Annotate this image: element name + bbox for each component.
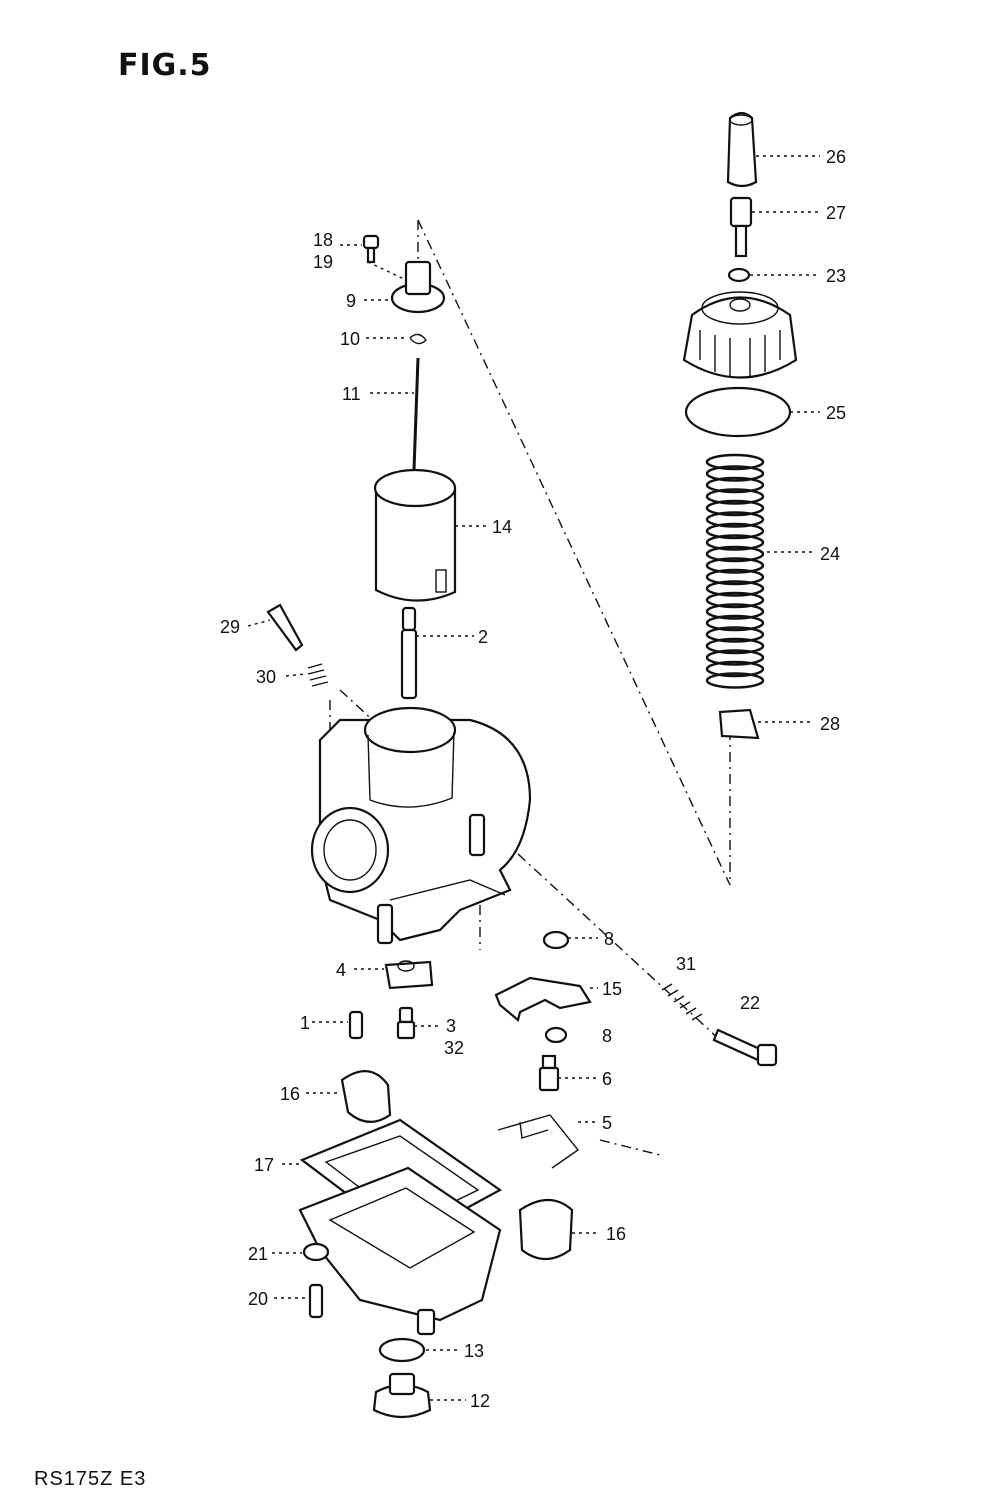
spring-coil: [705, 672, 765, 689]
callout-32: 32: [444, 1038, 464, 1058]
part-21-washer: [302, 1242, 330, 1262]
spring-coil: [705, 488, 765, 505]
callout-14: 14: [492, 517, 512, 537]
callout-10: 10: [340, 329, 360, 349]
spring-coil: [705, 476, 765, 494]
part-10-clip: [409, 333, 427, 345]
callout-3: 3: [446, 1016, 456, 1036]
callout-31: 31: [676, 954, 696, 974]
part-13-o-ring: [378, 1337, 426, 1363]
callout-26: 26: [826, 147, 846, 167]
spring-coil: [705, 649, 765, 666]
callout-23: 23: [826, 266, 846, 286]
callout-12: 12: [470, 1391, 490, 1411]
spring-coil: [705, 534, 765, 551]
callout-17: 17: [254, 1155, 274, 1175]
part-5-float-arm: [497, 1114, 580, 1169]
part-6-valve: [538, 1054, 560, 1092]
part-31-spring: [661, 983, 703, 1021]
part-4-valve: [384, 960, 434, 990]
spring-coil: [705, 568, 765, 586]
callout-4: 4: [336, 960, 346, 980]
callout-28: 28: [820, 714, 840, 734]
part-14-throttle-valve: [373, 468, 457, 602]
callout-21: 21: [248, 1244, 268, 1264]
part-24-spring: [705, 453, 765, 689]
callout-6: 6: [602, 1069, 612, 1089]
part-27-adjuster: [729, 196, 753, 258]
part-15-plate: [494, 976, 592, 1022]
part-25-o-ring: [684, 386, 792, 438]
callout-11: 11: [342, 384, 361, 404]
spring-coil: [705, 660, 765, 678]
part-2-needle-jet: [400, 606, 418, 700]
callout-25: 25: [826, 403, 846, 423]
callout-30: 30: [256, 667, 276, 687]
spring-coil: [705, 453, 765, 471]
spring-coil: [705, 522, 765, 540]
callout-22: 22: [740, 993, 760, 1013]
callout-5: 5: [602, 1113, 612, 1133]
top-cover-nut: [682, 291, 798, 379]
carburetor-body: [310, 706, 532, 945]
part-8-washer-a: [542, 930, 570, 950]
callout-8-lower: 8: [602, 1026, 612, 1046]
part-30-spring: [307, 663, 329, 687]
spring-coil: [705, 626, 765, 643]
callout-20: 20: [248, 1289, 268, 1309]
model-code: RS175Z E3: [34, 1468, 147, 1490]
part-11-jet-needle: [412, 357, 420, 471]
part-29-screw: [266, 603, 304, 652]
part-23-ring: [727, 267, 751, 283]
callout-9: 9: [346, 291, 356, 311]
callout-18: 18: [313, 230, 333, 250]
leader-lines: [247, 155, 820, 1401]
spring-coil: [705, 557, 765, 574]
part-3-jet: [396, 1006, 416, 1040]
callout-labels: 26 27 23 25 24 28 18 19 9 10 11 14 29 2 …: [220, 147, 846, 1411]
part-8-washer-b: [544, 1026, 568, 1044]
part-1-jet: [348, 1010, 364, 1040]
part-9-plate: [390, 260, 446, 314]
spring-coil: [705, 603, 765, 620]
spring-coil: [705, 511, 765, 528]
float-bowl: [298, 1166, 502, 1336]
callout-15: 15: [602, 979, 622, 999]
part-20-screw: [308, 1283, 324, 1319]
spring-coil: [705, 614, 765, 632]
construction-lines: [329, 219, 731, 1156]
spring-coil: [705, 580, 765, 597]
part-28-clip: [718, 708, 760, 740]
callout-29: 29: [220, 617, 240, 637]
spring-coil: [705, 637, 765, 655]
callout-16-upper: 16: [280, 1084, 300, 1104]
part-16-float-a: [340, 1070, 392, 1123]
part-18-screw: [362, 234, 380, 264]
callout-1: 1: [300, 1013, 310, 1033]
callout-16-lower: 16: [606, 1224, 626, 1244]
callout-19: 19: [313, 252, 333, 272]
spring-coil: [705, 499, 765, 517]
spring-coil: [705, 545, 765, 563]
part-26-cap: [726, 111, 758, 188]
callout-27: 27: [826, 203, 846, 223]
part-22-screw: [712, 1028, 778, 1067]
callout-24: 24: [820, 544, 840, 564]
spring-coil: [705, 591, 765, 609]
callout-8-upper: 8: [604, 929, 614, 949]
callout-13: 13: [464, 1341, 484, 1361]
part-16-float-b: [518, 1198, 574, 1261]
spring-coil: [705, 465, 765, 482]
callout-2: 2: [478, 627, 488, 647]
part-12-plug: [372, 1372, 432, 1419]
figure-title: FIG.5: [118, 48, 212, 83]
